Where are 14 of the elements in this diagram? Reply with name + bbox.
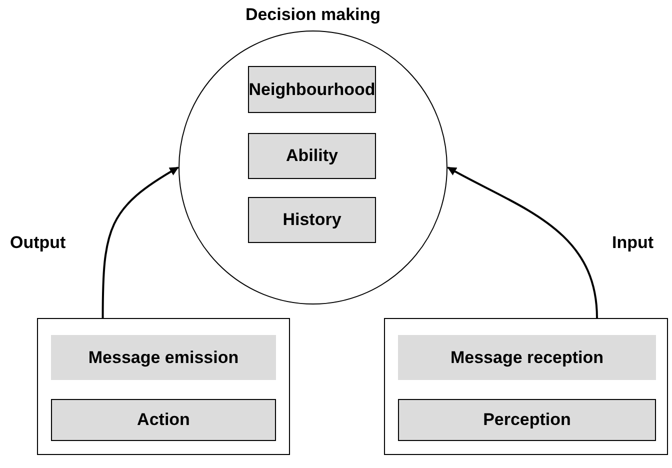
component-box: History [248,197,376,243]
edge-label: Output [10,233,66,253]
arrow [447,166,598,318]
component-box: Neighbourhood [248,66,376,113]
diagram-heading: Decision making [244,5,382,25]
component-box: Message reception [398,335,656,380]
module-box [37,318,290,455]
edge-label: Input [612,233,654,253]
component-box: Message emission [51,335,276,380]
component-box: Action [51,399,276,441]
component-box: Perception [398,399,656,441]
module-box [384,318,668,455]
component-box: Ability [248,133,376,179]
arrow [102,166,179,318]
